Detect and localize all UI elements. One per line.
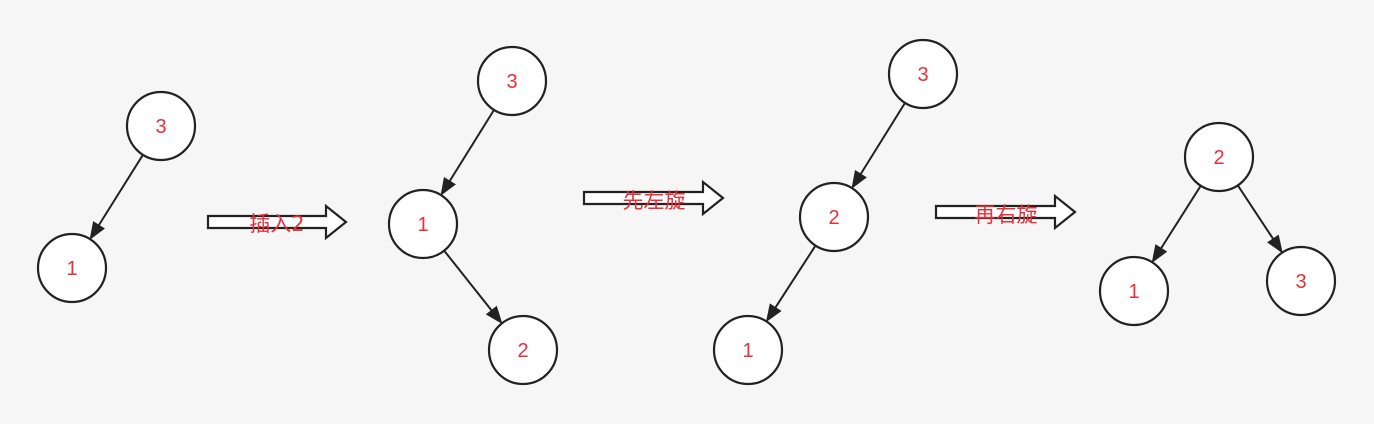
tree-node-1: 1	[387, 188, 459, 260]
edge-arrowhead	[1267, 234, 1283, 254]
tree-node-3: 3	[125, 90, 197, 162]
step-arrow-right-rotate: 再右旋	[934, 193, 1077, 231]
node-circle	[1098, 255, 1170, 327]
tree-node-2: 2	[1183, 121, 1255, 193]
edge-a3-to-a1	[89, 154, 144, 241]
node-label: 3	[506, 71, 517, 93]
edge-line	[773, 245, 817, 310]
tree-node-2: 2	[487, 314, 559, 386]
node-circle	[387, 188, 459, 260]
node-circle	[36, 232, 108, 304]
step-arrow-insert: 插入2	[206, 203, 348, 241]
step-label: 再右旋	[975, 203, 1038, 227]
hollow-arrow-icon	[934, 193, 1077, 231]
node-label: 1	[742, 340, 753, 362]
node-circle	[798, 181, 870, 253]
edge-line	[859, 102, 906, 176]
edge-line	[97, 154, 144, 228]
edge-line	[448, 109, 495, 183]
node-circle	[1265, 245, 1337, 317]
edge-arrowhead	[89, 221, 106, 241]
tree-after-right-rotation: 2 1 3	[1098, 121, 1337, 327]
edge-b3-to-b1	[440, 109, 495, 196]
tree-after-right-rotation-edges	[1151, 184, 1283, 264]
tree-node-3: 3	[1265, 245, 1337, 317]
node-circle	[487, 314, 559, 386]
step-arrow-left-rotate: 先左旋	[582, 179, 725, 217]
tree-node-2: 2	[798, 181, 870, 253]
node-label: 1	[66, 258, 77, 280]
edge-b1-to-b2	[443, 250, 503, 325]
edge-d2-to-d3	[1236, 184, 1283, 254]
edge-arrowhead	[851, 170, 867, 189]
node-circle	[712, 314, 784, 386]
tree-node-3: 3	[476, 45, 548, 117]
tree-node-1: 1	[1098, 255, 1170, 327]
tree-after-insert-edges	[440, 109, 503, 325]
tree-initial: 31	[36, 90, 197, 304]
tree-after-left-rotation-edges	[765, 102, 906, 323]
tree-initial-edges	[89, 154, 144, 241]
node-circle	[887, 38, 959, 110]
node-label: 1	[417, 214, 428, 236]
tree-node-3: 3	[887, 38, 959, 110]
node-circle	[1183, 121, 1255, 193]
hollow-arrow-icon	[582, 179, 725, 217]
node-label: 2	[828, 207, 839, 229]
edge-c3-to-c2	[851, 102, 906, 189]
step-label: 先左旋	[623, 189, 686, 213]
tree-after-insert: 3 1 2	[387, 45, 559, 386]
tree-node-1: 1	[36, 232, 108, 304]
edge-arrowhead	[485, 305, 503, 325]
edge-line	[1236, 184, 1275, 241]
node-label: 3	[155, 116, 166, 138]
edge-line	[1159, 185, 1202, 251]
step-label: 插入2	[249, 212, 304, 236]
edge-arrowhead	[440, 177, 456, 196]
node-label: 1	[1128, 281, 1139, 303]
node-circle	[125, 90, 197, 162]
node-label: 2	[1213, 147, 1224, 169]
edge-d2-to-d1	[1151, 185, 1202, 264]
edge-arrowhead	[765, 303, 782, 323]
node-circle	[476, 45, 548, 117]
edges-layer	[89, 102, 1283, 325]
hollow-arrow-icon	[206, 203, 348, 241]
edge-c2-to-c1	[765, 245, 817, 323]
tree-node-1: 1	[712, 314, 784, 386]
edge-line	[443, 250, 494, 313]
node-label: 3	[1295, 271, 1306, 293]
node-label: 3	[917, 64, 928, 86]
node-label: 2	[517, 340, 528, 362]
edge-arrowhead	[1151, 244, 1168, 264]
tree-after-left-rotation: 3 2 1	[712, 38, 959, 386]
